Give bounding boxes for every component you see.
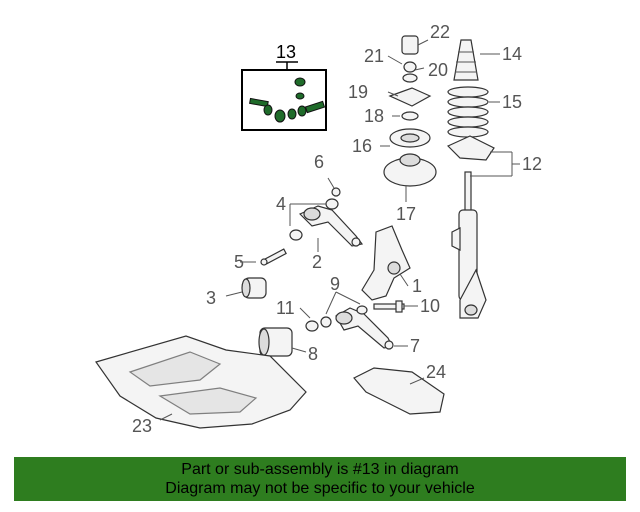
callout-19: 19 — [348, 82, 368, 102]
banner-line-1: Part or sub-assembly is #13 in diagram — [181, 461, 459, 478]
callout-17: 17 — [396, 204, 416, 224]
lower-control-arm-7 — [335, 307, 394, 350]
callout-5: 5 — [234, 252, 244, 272]
callout-3: 3 — [206, 288, 216, 308]
callout-8: 8 — [308, 344, 318, 364]
callout-9: 9 — [330, 274, 340, 294]
bolt-5 — [260, 248, 287, 266]
callout-1: 1 — [412, 276, 422, 296]
callout-4: 4 — [276, 194, 286, 214]
callout-14: 14 — [502, 44, 522, 64]
callout-20: 20 — [428, 60, 448, 80]
coil-spring-15 — [447, 86, 489, 138]
leader-lines — [159, 39, 520, 421]
callout-7: 7 — [410, 336, 420, 356]
bushings-9-11 — [305, 305, 368, 332]
hardware-kit-13[interactable] — [241, 61, 327, 131]
callout-18: 18 — [364, 106, 384, 126]
steering-knuckle-1 — [361, 225, 411, 301]
callout-13: 13 — [276, 42, 296, 62]
callout-2: 2 — [312, 252, 322, 272]
callout-15: 15 — [502, 92, 522, 112]
callout-23: 23 — [132, 416, 152, 436]
callout-22: 22 — [430, 22, 450, 42]
callout-12: 12 — [522, 154, 542, 174]
callout-24: 24 — [426, 362, 446, 382]
callout-10: 10 — [420, 296, 440, 316]
banner-line-2: Diagram may not be specific to your vehi… — [165, 480, 475, 497]
bolt-10 — [373, 300, 405, 313]
callout-6: 6 — [314, 152, 324, 172]
dust-boot-14 — [453, 39, 479, 81]
upper-control-arm-2 — [298, 205, 364, 247]
callout-16: 16 — [352, 136, 372, 156]
info-banner: Part or sub-assembly is #13 in diagram D… — [14, 457, 626, 501]
callout-21: 21 — [364, 46, 384, 66]
bushing-8 — [258, 327, 293, 357]
strut-assembly — [451, 171, 487, 319]
spring-seat-12 — [446, 135, 495, 161]
strut-mount-parts — [383, 35, 437, 187]
crossmember-23 — [95, 335, 307, 429]
bushing-3 — [241, 277, 267, 299]
bushings-4-6 — [289, 187, 341, 241]
callout-11: 11 — [276, 298, 295, 318]
parts-diagram: 13 — [95, 22, 542, 436]
